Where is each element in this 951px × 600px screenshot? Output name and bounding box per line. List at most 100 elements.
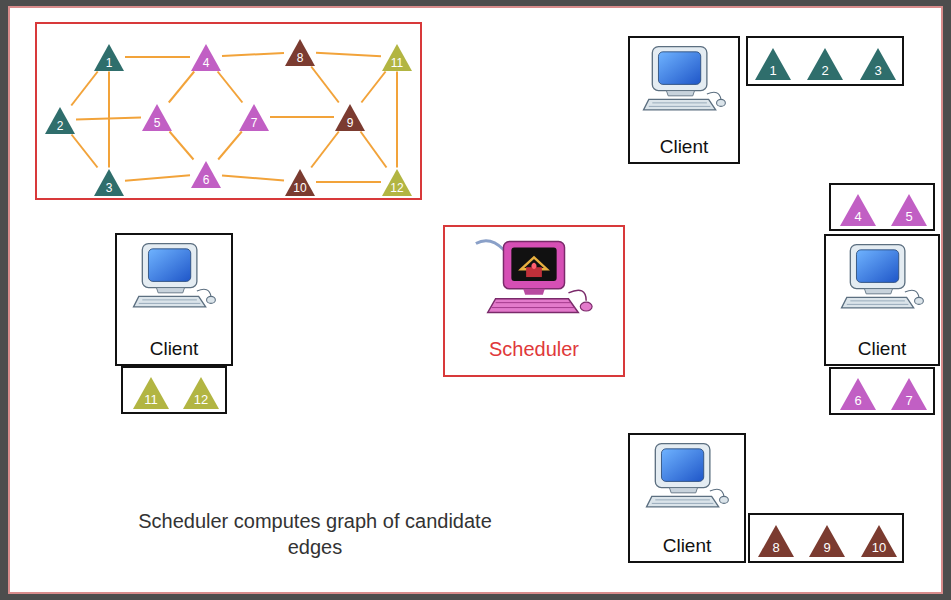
task-number: 1 — [754, 63, 792, 78]
candidate-edge — [316, 53, 381, 56]
task-triangle: 12 — [381, 168, 413, 197]
task-tray: 67 — [829, 367, 935, 415]
triangle-fill — [809, 525, 845, 557]
task-number: 11 — [132, 392, 170, 407]
client-box: Client — [115, 233, 233, 366]
computer-icon — [130, 241, 218, 313]
task-triangle: 10 — [284, 168, 316, 197]
candidate-edge — [125, 175, 190, 180]
client-label: Client — [630, 136, 738, 158]
candidate-edge — [396, 72, 398, 168]
triangle-fill — [183, 377, 219, 409]
candidate-edge — [71, 72, 97, 106]
task-number: 11 — [381, 56, 413, 70]
task-triangle: 11 — [381, 43, 413, 72]
task-number: 3 — [859, 63, 897, 78]
candidate-edge — [222, 175, 284, 180]
task-triangle: 10 — [860, 524, 898, 558]
task-number: 6 — [839, 393, 877, 408]
triangle-fill — [891, 378, 927, 410]
candidate-edge — [311, 132, 339, 168]
task-number: 5 — [890, 209, 928, 224]
candidate-edge — [311, 67, 339, 103]
graph-panel: 123456789101112 — [35, 22, 422, 200]
triangle-fill — [891, 194, 927, 226]
task-tray: 89 10 — [748, 513, 904, 563]
task-triangle: 8 — [757, 524, 795, 558]
triangle-fill — [758, 525, 794, 557]
task-number: 5 — [141, 116, 173, 130]
task-triangle: 4 — [839, 193, 877, 227]
task-triangle: 6 — [839, 377, 877, 411]
task-number: 8 — [757, 540, 795, 555]
client-box: Client — [628, 36, 740, 164]
triangle-fill — [285, 39, 315, 66]
task-triangle: 4 — [190, 43, 222, 72]
triangle-fill — [191, 161, 221, 188]
candidate-edge — [316, 181, 381, 183]
task-number: 1 — [93, 56, 125, 70]
client-box: Client — [628, 433, 746, 563]
task-triangle: 7 — [238, 103, 270, 132]
triangle-fill — [94, 169, 124, 196]
candidate-edge — [72, 135, 98, 168]
task-number: 12 — [182, 392, 220, 407]
task-number: 2 — [806, 63, 844, 78]
triangle-fill — [807, 48, 843, 80]
scheduler-icon — [470, 235, 598, 325]
computer-icon — [643, 441, 731, 513]
triangle-fill — [382, 44, 412, 71]
triangle-fill — [133, 377, 169, 409]
task-number: 6 — [190, 173, 222, 187]
candidate-edge — [125, 56, 190, 58]
triangle-fill — [285, 169, 315, 196]
candidate-edge — [76, 118, 141, 120]
triangle-fill — [45, 107, 75, 134]
triangle-fill — [860, 48, 896, 80]
task-number: 4 — [190, 56, 222, 70]
task-number: 3 — [93, 181, 125, 195]
triangle-fill — [191, 44, 221, 71]
triangle-fill — [239, 104, 269, 131]
task-number: 7 — [890, 393, 928, 408]
client-label: Client — [826, 338, 938, 360]
task-triangle: 12 — [182, 376, 220, 410]
task-triangle: 1 — [93, 43, 125, 72]
triangle-fill — [861, 525, 897, 557]
candidate-edge — [270, 116, 334, 118]
task-number: 9 — [334, 116, 366, 130]
triangle-fill — [382, 169, 412, 196]
task-triangle: 2 — [44, 106, 76, 135]
task-triangle: 7 — [890, 377, 928, 411]
task-triangle: 2 — [806, 47, 844, 81]
candidate-edge — [218, 72, 243, 103]
task-triangle: 5 — [890, 193, 928, 227]
task-triangle: 3 — [93, 168, 125, 197]
task-number: 4 — [839, 209, 877, 224]
triangle-fill — [335, 104, 365, 131]
task-triangle: 9 — [808, 524, 846, 558]
task-triangle: 5 — [141, 103, 173, 132]
caption: Scheduler computes graph of candidate ed… — [130, 508, 500, 560]
task-number: 10 — [860, 540, 898, 555]
task-tray: 11 12 — [121, 366, 227, 414]
task-number: 10 — [284, 181, 316, 195]
triangle-fill — [755, 48, 791, 80]
client-box: Client — [824, 234, 940, 366]
scheduler-label: Scheduler — [445, 338, 623, 361]
client-label: Client — [630, 535, 744, 557]
task-number: 9 — [808, 540, 846, 555]
task-triangle: 8 — [284, 38, 316, 67]
scheduler-box: Scheduler — [443, 225, 625, 377]
task-triangle: 3 — [859, 47, 897, 81]
task-triangle: 6 — [190, 160, 222, 189]
candidate-edge — [170, 132, 194, 160]
triangle-fill — [94, 44, 124, 71]
task-tray: 45 — [829, 183, 935, 231]
candidate-edge — [361, 72, 385, 103]
task-number: 8 — [284, 51, 316, 65]
candidate-edge — [169, 72, 194, 103]
task-number: 12 — [381, 181, 413, 195]
triangle-fill — [142, 104, 172, 131]
candidate-edge — [361, 132, 387, 168]
